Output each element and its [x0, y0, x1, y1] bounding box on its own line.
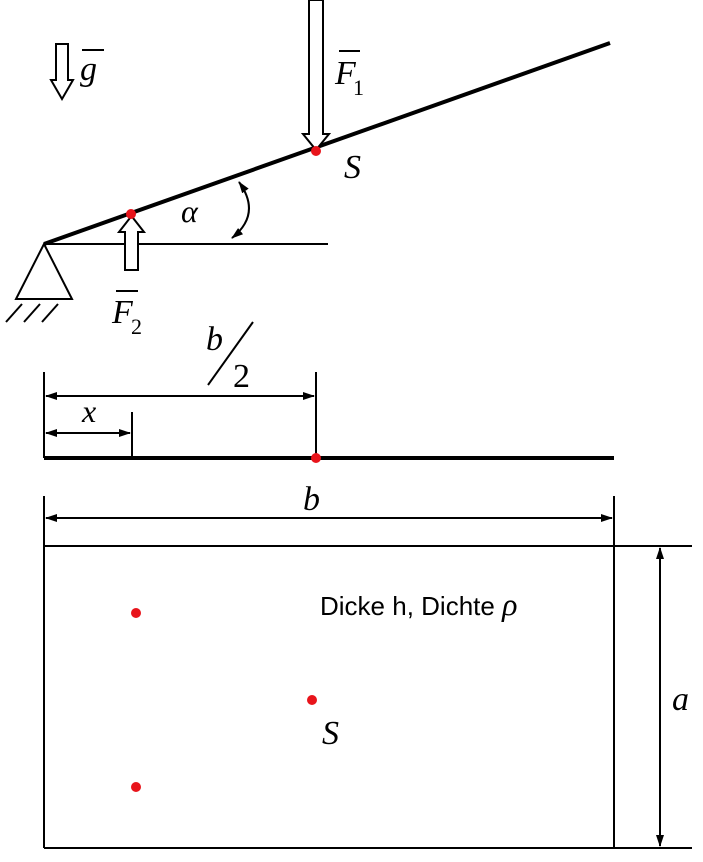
inclined-plate [43, 41, 611, 246]
gravity-arrow-icon [49, 43, 75, 101]
half-width-fraction-slash [207, 321, 254, 386]
support-point-lower [131, 782, 141, 792]
pin-support-icon [5, 241, 74, 323]
center-of-gravity-label-incline: S [344, 149, 361, 186]
angle-arc [231, 181, 250, 239]
center-of-gravity-point-side [311, 453, 321, 463]
x-dimension-label: x [81, 393, 96, 429]
height-label: a [672, 681, 689, 718]
plan-view: b a S Dicke h, Dichte ρ [43, 481, 692, 849]
material-annotation: Dicke h, Dichte ρ [320, 586, 517, 622]
force-F1-arrow [300, 0, 332, 152]
force-F2-label: F [111, 294, 134, 331]
density-symbol: ρ [501, 586, 517, 622]
half-width-numerator: b [206, 321, 223, 358]
force-F1-subscript: 1 [353, 75, 364, 100]
half-width-denominator: 2 [233, 358, 250, 395]
material-text: Dicke h, Dichte [320, 591, 502, 621]
force-F2-subscript: 2 [131, 314, 142, 339]
inclined-view: g F 1 F 2 S α [5, 0, 611, 339]
support-point-upper [131, 608, 141, 618]
force-F2-application-point [126, 209, 136, 219]
center-of-gravity-point-incline [311, 146, 321, 156]
width-label: b [303, 481, 320, 518]
force-F2-arrow [116, 214, 147, 271]
dimension-view: b 2 x [43, 321, 614, 463]
gravity-label: g [80, 51, 97, 88]
center-of-gravity-point-plan [307, 695, 317, 705]
force-F1-label: F [334, 55, 357, 92]
angle-alpha-label: α [181, 193, 199, 229]
center-of-gravity-label-plan: S [322, 715, 339, 752]
